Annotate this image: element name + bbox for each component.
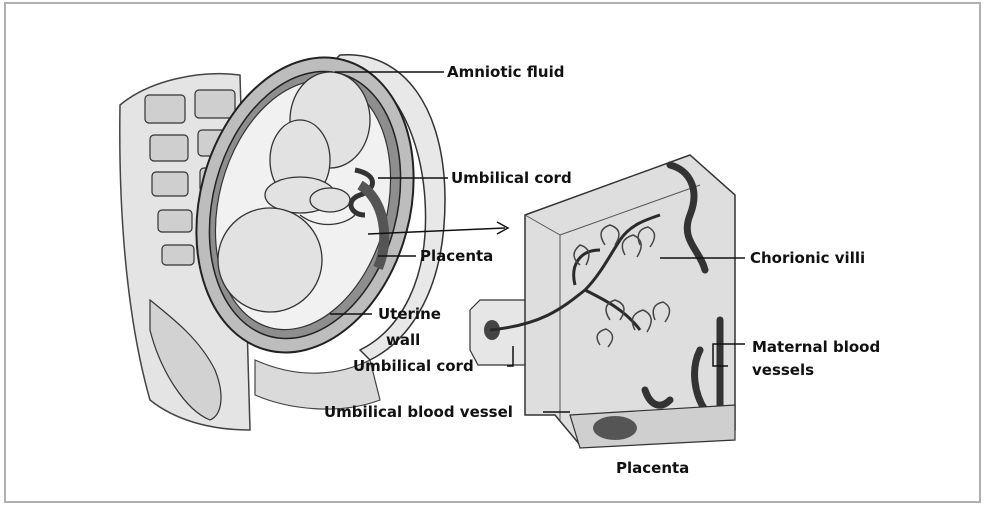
label-maternal-blood-vessels-line2: vessels: [752, 361, 814, 379]
label-umbilical-cord-bottom: Umbilical cord: [353, 357, 474, 375]
label-umbilical-blood-vessel: Umbilical blood vessel: [324, 403, 513, 421]
label-amniotic-fluid: Amniotic fluid: [447, 63, 564, 81]
label-chorionic-villi: Chorionic villi: [750, 249, 865, 267]
label-maternal-blood-vessels-line1: Maternal blood: [752, 338, 880, 356]
label-umbilical-cord-top: Umbilical cord: [451, 169, 572, 187]
label-uterine-wall-line1: Uterine: [378, 305, 441, 323]
label-placenta-left: Placenta: [420, 247, 493, 265]
label-uterine-wall-line2: wall: [386, 331, 420, 349]
label-placenta-caption: Placenta: [616, 459, 689, 477]
